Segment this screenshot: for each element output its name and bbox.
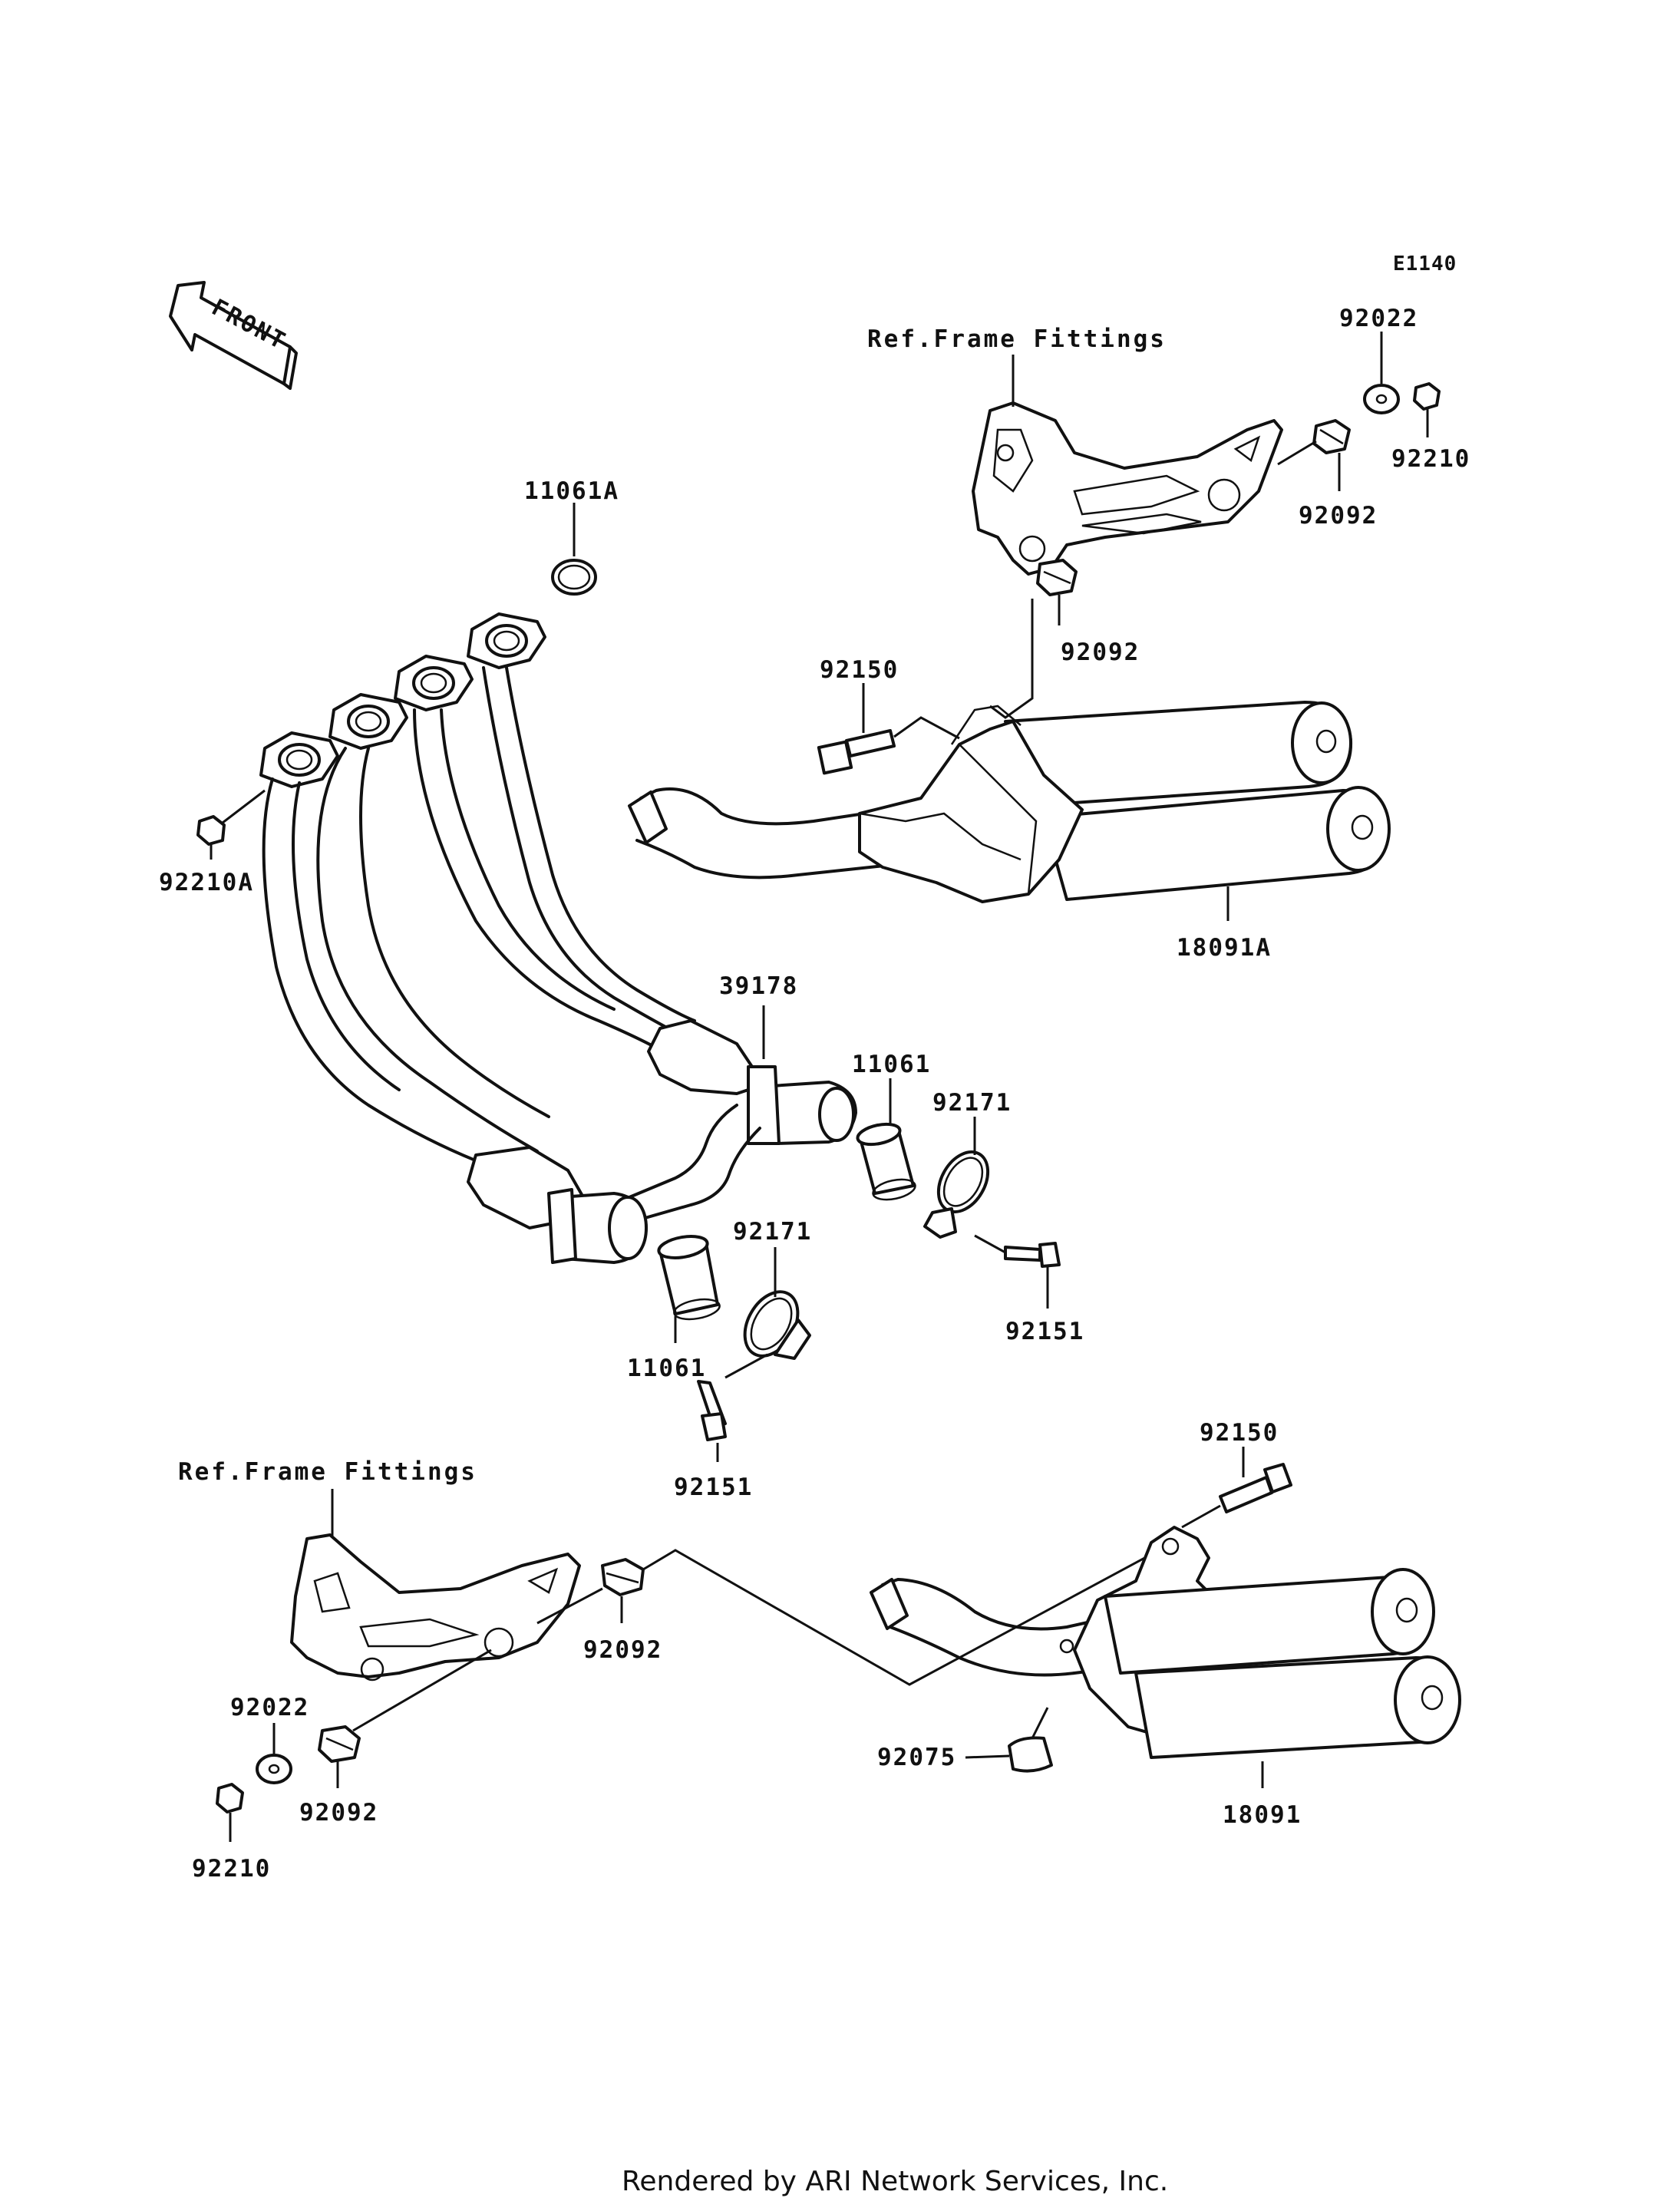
label-92075: 92075 <box>877 1744 956 1771</box>
clamp-92171-lower <box>743 1290 811 1360</box>
label-39178: 39178 <box>719 972 798 1000</box>
header-pipe-assembly <box>259 612 857 1264</box>
label-92150-lower: 92150 <box>1200 1419 1279 1447</box>
bolt-92150-lower <box>1219 1463 1292 1513</box>
diagram-code: E1140 <box>1393 252 1457 276</box>
nut-92210-lower <box>216 1783 244 1814</box>
label-92210-upper: 92210 <box>1391 445 1470 473</box>
label-92022-upper: 92022 <box>1339 305 1418 332</box>
plug-92075 <box>1008 1736 1053 1773</box>
label-92151-upper: 92151 <box>1005 1318 1084 1345</box>
label-18091: 18091 <box>1223 1801 1302 1829</box>
nut-92210A <box>196 815 226 846</box>
gasket-11061-upper <box>856 1122 916 1201</box>
grommet-92092-lower-left <box>318 1725 361 1763</box>
label-11061-lower: 11061 <box>627 1355 706 1382</box>
grommet-92092-lower-right <box>601 1558 645 1596</box>
bolt-92151-upper <box>1004 1242 1061 1268</box>
washer-92022-upper <box>1363 384 1400 414</box>
clamp-92171-upper <box>923 1150 990 1239</box>
label-18091A: 18091A <box>1177 934 1272 962</box>
lower-frame-bracket <box>290 1533 581 1682</box>
label-92022-lower: 92022 <box>230 1694 309 1721</box>
label-11061-upper: 11061 <box>852 1051 931 1078</box>
washer-92022-lower <box>256 1754 292 1784</box>
gasket-11061-lower <box>657 1235 721 1321</box>
bolt-92151-lower <box>697 1380 727 1441</box>
ref-frame-fittings-lower: Ref.Frame Fittings <box>178 1458 477 1486</box>
bolt-92150-upper <box>817 729 896 775</box>
grommet-92092-upper-right <box>1312 419 1351 454</box>
grommet-92092-upper-lower <box>1036 559 1078 596</box>
gasket-11061A <box>551 559 597 596</box>
ref-frame-fittings-upper: Ref.Frame Fittings <box>867 325 1167 353</box>
label-92210-lower: 92210 <box>192 1855 271 1883</box>
label-92151-lower: 92151 <box>674 1474 753 1501</box>
label-92150-upper: 92150 <box>820 656 899 684</box>
muffler-18091A <box>628 701 1391 903</box>
label-92171-upper: 92171 <box>932 1089 1012 1117</box>
label-92171-lower: 92171 <box>733 1218 812 1246</box>
label-92210A: 92210A <box>159 869 254 896</box>
muffler-18091 <box>870 1526 1461 1759</box>
label-92092-upper-lower: 92092 <box>1061 639 1140 666</box>
label-92092-lower-left: 92092 <box>299 1799 378 1827</box>
nut-92210-upper <box>1413 382 1441 411</box>
front-arrow-icon: FRONT <box>169 281 298 390</box>
footer-credit: Rendered by ARI Network Services, Inc. <box>622 2166 1168 2197</box>
label-11061A: 11061A <box>524 477 619 505</box>
label-92092-upper-right: 92092 <box>1299 502 1378 530</box>
label-92092-lower-right: 92092 <box>583 1636 662 1664</box>
upper-frame-bracket <box>972 401 1283 576</box>
